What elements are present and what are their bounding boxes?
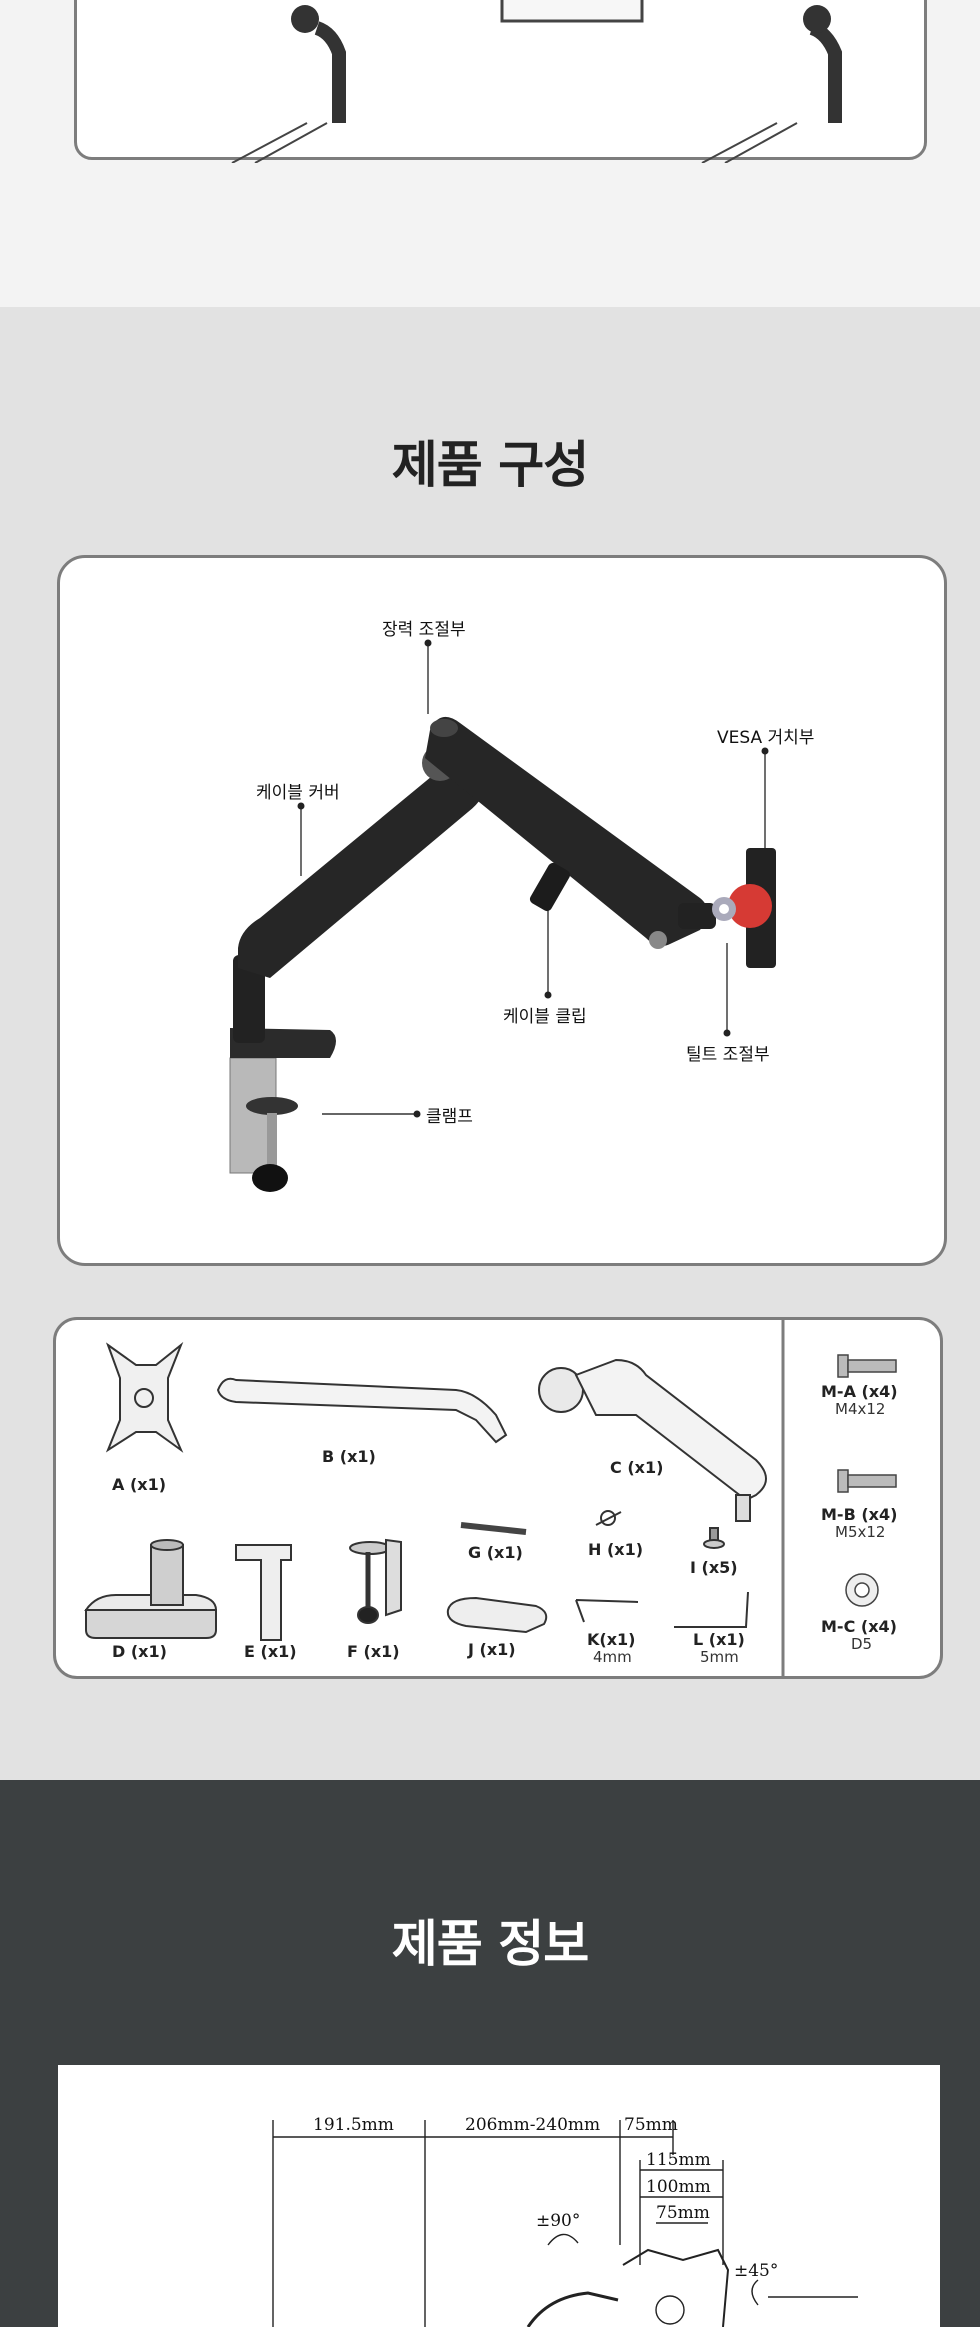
callout-tension: 장력 조절부 bbox=[382, 620, 466, 640]
callout-clamp: 클램프 bbox=[426, 1107, 473, 1127]
overview-card: 장력 조절부 VESA 거치부 케이블 커버 케이블 클립 틸트 조절부 클램프 bbox=[57, 555, 947, 1266]
dim-191-5: 191.5mm bbox=[313, 2115, 394, 2135]
callout-cable-cover: 케이블 커버 bbox=[256, 783, 340, 803]
callout-cable-clip: 케이블 클립 bbox=[503, 1007, 587, 1027]
previous-arm-illustration bbox=[231, 0, 842, 163]
previous-section bbox=[0, 0, 980, 307]
screw-mc-size: D5 bbox=[851, 1635, 873, 1653]
parts-illustration bbox=[84, 1320, 897, 1676]
screw-mc-label: M-C (x4) bbox=[821, 1617, 897, 1636]
product-info-section: 제품 정보 bbox=[0, 1780, 980, 2327]
part-a-label: A (x1) bbox=[112, 1475, 167, 1494]
part-l-label: L (x1) bbox=[693, 1630, 745, 1649]
screw-ma-label: M-A (x4) bbox=[821, 1382, 898, 1401]
composition-section: 제품 구성 bbox=[0, 307, 980, 1780]
screw-ma-size: M4x12 bbox=[835, 1400, 886, 1418]
part-d-label: D (x1) bbox=[112, 1642, 167, 1661]
part-h-label: H (x1) bbox=[588, 1540, 644, 1559]
screw-mb-size: M5x12 bbox=[835, 1523, 886, 1541]
dim-206-240: 206mm-240mm bbox=[465, 2115, 601, 2135]
part-g-label: G (x1) bbox=[468, 1543, 523, 1562]
product-info-title: 제품 정보 bbox=[391, 1915, 589, 1973]
dim-100: 100mm bbox=[646, 2177, 711, 2197]
rotation-45: ±45° bbox=[734, 2261, 779, 2281]
part-l-size: 5mm bbox=[700, 1648, 739, 1666]
dimension-drawing bbox=[272, 2120, 858, 2327]
part-j-label: J (x1) bbox=[468, 1640, 516, 1659]
parts-card: A (x1) B (x1) C (x1) G (x1) H (x1) I (x5… bbox=[53, 1317, 943, 1679]
monitor-arm-illustration bbox=[229, 639, 776, 1192]
screw-mb-label: M-B (x4) bbox=[821, 1505, 898, 1524]
dim-75-top: 75mm bbox=[624, 2115, 678, 2135]
composition-title: 제품 구성 bbox=[391, 436, 589, 494]
dimension-card: 191.5mm 206mm-240mm 75mm 115mm 100mm 75m… bbox=[58, 2065, 940, 2327]
part-e-label: E (x1) bbox=[244, 1642, 297, 1661]
dim-75: 75mm bbox=[656, 2203, 710, 2223]
part-c-label: C (x1) bbox=[610, 1458, 664, 1477]
part-f-label: F (x1) bbox=[347, 1642, 400, 1661]
part-k-label: K(x1) bbox=[587, 1630, 636, 1649]
previous-image-card bbox=[74, 0, 927, 163]
rotation-90: ±90° bbox=[536, 2211, 581, 2231]
part-b-label: B (x1) bbox=[322, 1447, 376, 1466]
part-i-label: I (x5) bbox=[690, 1558, 738, 1577]
part-k-size: 4mm bbox=[593, 1648, 632, 1666]
callout-vesa: VESA 거치부 bbox=[717, 728, 815, 748]
dim-115: 115mm bbox=[646, 2150, 711, 2170]
callout-tilt: 틸트 조절부 bbox=[686, 1045, 770, 1065]
